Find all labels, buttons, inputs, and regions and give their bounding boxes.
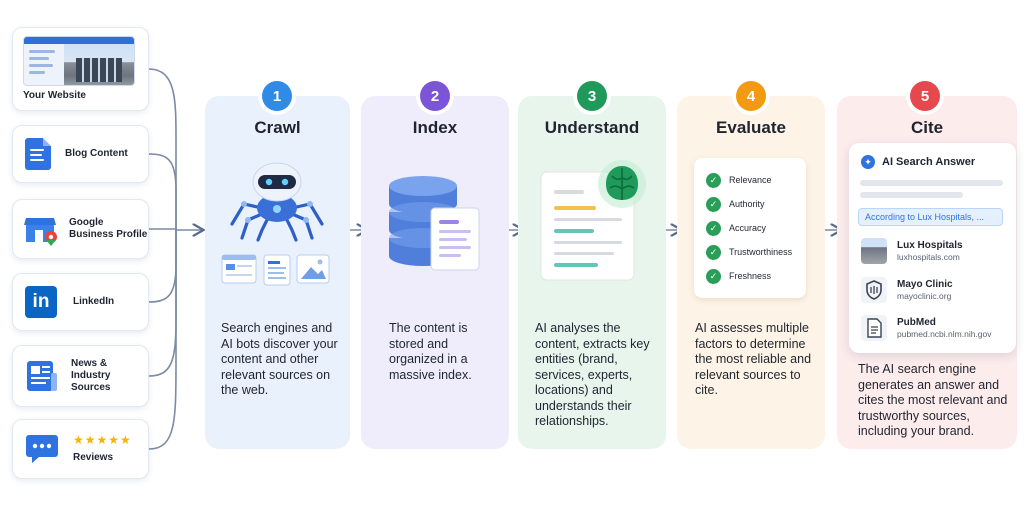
answer-header: ✦ AI Search Answer: [861, 155, 975, 169]
criterion-label: Trustworthiness: [729, 247, 793, 257]
sparkle-icon: ✦: [861, 155, 875, 169]
source-label: Your Website: [23, 90, 86, 101]
hospital-building-icon: [861, 238, 887, 264]
source-label: LinkedIn: [73, 296, 115, 307]
document-icon: [861, 315, 887, 341]
check-icon: ✓: [706, 244, 721, 260]
step-number: 1: [262, 81, 292, 111]
answer-quote: According to Lux Hospitals, ...: [858, 208, 1003, 226]
stage-description: AI assesses multiple factors to determin…: [695, 321, 812, 397]
rating-stars: ★★★★★: [73, 433, 132, 447]
document-icon: [25, 138, 51, 170]
source-name: Lux Hospitals: [897, 239, 963, 251]
source-label: Google Business Profile: [69, 217, 148, 240]
stage-description: The content is stored and organized in a…: [389, 321, 472, 382]
source-google-business-profile: Google Business Profile: [12, 199, 149, 259]
newspaper-icon: [25, 359, 59, 393]
stage-card-index: [361, 96, 509, 449]
document-brain-icon: [540, 160, 646, 281]
source-your-website: Your Website: [12, 27, 149, 111]
linkedin-icon: in: [25, 286, 57, 318]
source-name: Mayo Clinic: [897, 278, 953, 290]
criterion-item: ✓ Authority: [706, 192, 806, 216]
source-url: luxhospitals.com: [897, 251, 960, 262]
criterion-label: Authority: [729, 199, 765, 209]
check-icon: ✓: [706, 220, 721, 236]
shield-icon: [861, 277, 887, 303]
source-linkedin: in LinkedIn: [12, 273, 149, 331]
web-pages-icon: [221, 254, 330, 286]
source-reviews: ★★★★★ Reviews: [12, 419, 149, 479]
source-name: PubMed: [897, 316, 936, 328]
check-icon: ✓: [706, 196, 721, 212]
step-number: 5: [910, 81, 940, 111]
stage-title: Understand: [544, 118, 640, 137]
website-thumbnail: [23, 36, 135, 86]
step-number: 3: [577, 81, 607, 111]
stage-title: Evaluate: [716, 118, 786, 137]
stage-description: AI analyses the content, extracts key en…: [535, 321, 650, 428]
criterion-item: ✓ Freshness: [706, 264, 806, 288]
check-icon: ✓: [706, 268, 721, 284]
stage-title: Crawl: [254, 118, 301, 137]
source-url: mayoclinic.org: [897, 290, 952, 301]
criterion-item: ✓ Trustworthiness: [706, 240, 806, 264]
step-number: 4: [736, 81, 766, 111]
source-label: Blog Content: [65, 148, 128, 159]
stage-description: Search engines and AI bots discover your…: [221, 321, 338, 397]
storefront-icon: [23, 212, 59, 246]
stage-title: Index: [412, 118, 458, 137]
source-label: Reviews: [73, 452, 114, 463]
step-number: 2: [420, 81, 450, 111]
ai-answer-card: ✦ AI Search Answer According to Lux Hosp…: [849, 143, 1016, 353]
criteria-checklist: ✓ Relevance ✓ Authority ✓ Accuracy ✓ Trustwo…: [694, 158, 806, 298]
criterion-label: Accuracy: [729, 223, 767, 233]
source-news-industry: News & Industry Sources: [12, 345, 149, 407]
robot-spider-icon: [230, 162, 324, 242]
criterion-item: ✓ Relevance: [706, 168, 806, 192]
answer-heading: AI Search Answer: [882, 156, 976, 168]
criterion-label: Freshness: [729, 271, 772, 281]
database-icon: [389, 176, 480, 271]
source-label: News & Industry Sources: [71, 358, 111, 393]
criterion-label: Relevance: [729, 175, 772, 185]
source-url: pubmed.ncbi.nlm.nih.gov: [897, 328, 992, 339]
check-icon: ✓: [706, 172, 721, 188]
criterion-item: ✓ Accuracy: [706, 216, 806, 240]
stage-description: The AI search engine generates an answer…: [858, 362, 1008, 438]
chat-bubbles-icon: [25, 432, 61, 466]
stage-title: Cite: [910, 118, 944, 137]
source-blog-content: Blog Content: [12, 125, 149, 183]
